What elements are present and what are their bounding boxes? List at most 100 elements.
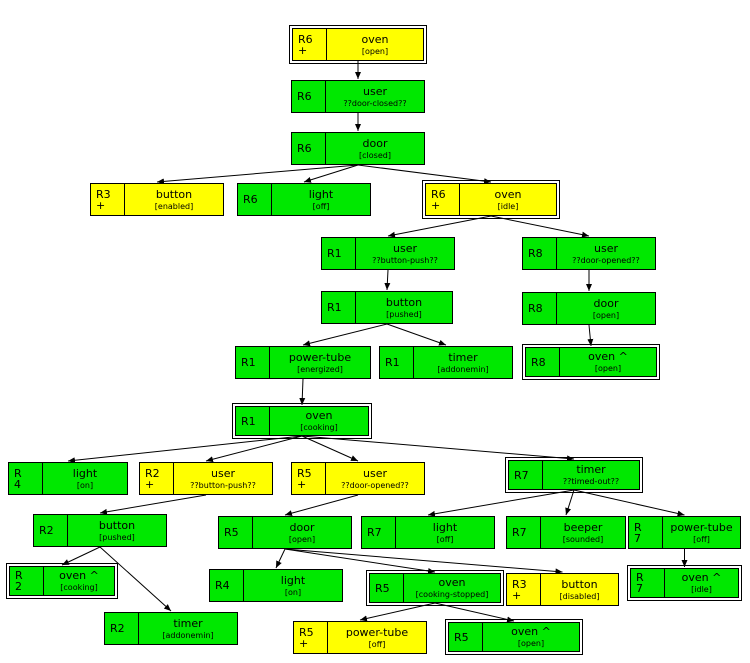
node-state: [closed]	[359, 150, 391, 160]
node-rule: R6	[238, 184, 272, 215]
edge-arrow	[156, 164, 359, 185]
node-state: [open]	[361, 46, 389, 56]
node-name: button	[385, 295, 423, 309]
node-name: light	[280, 573, 306, 587]
node-name: user	[594, 241, 618, 255]
node-power-tube-off-2[interactable]: R5 +power-tube[off]	[293, 621, 427, 654]
node-state: [pushed]	[99, 532, 135, 542]
node-rule: R4	[210, 570, 244, 601]
node-name: oven	[494, 187, 522, 201]
node-state: [cooking]	[60, 583, 98, 592]
node-name: oven ^	[59, 569, 99, 582]
node-rule: R 4	[9, 463, 43, 494]
node-button-pushed[interactable]: R1 button[pushed]	[321, 291, 453, 324]
node-name: light	[308, 187, 334, 201]
node-name: timer	[448, 350, 478, 364]
node-name: button	[98, 518, 136, 532]
node-name: button	[155, 187, 193, 201]
node-state: [sounded]	[562, 534, 604, 544]
edge-arrow	[302, 323, 388, 347]
edge-arrow	[99, 494, 207, 515]
node-user-door-opened-2[interactable]: R5 +user??door-opened??	[291, 462, 425, 495]
node-rule: R2 +	[140, 463, 174, 494]
node-rule: R1	[322, 238, 356, 269]
node-name: beeper	[563, 520, 603, 534]
node-state: [cooking]	[300, 423, 338, 432]
node-button-disabled[interactable]: R3 +button[disabled]	[506, 573, 619, 606]
node-rule: R 2	[10, 567, 44, 595]
node-rule: R3 +	[91, 184, 125, 215]
node-name: oven	[361, 32, 389, 46]
node-name: timer	[576, 463, 606, 476]
node-state: ??button-push??	[190, 480, 256, 490]
edge-arrow	[357, 164, 492, 185]
node-name: oven ^	[511, 625, 551, 638]
edge-arrow	[61, 546, 101, 566]
node-rule: R5 +	[294, 622, 328, 653]
node-name: door	[593, 296, 619, 310]
edge-arrow	[427, 489, 575, 517]
node-button-enabled[interactable]: R3 + button[enabled]	[90, 183, 224, 216]
node-rule: R5	[449, 623, 483, 651]
node-rule: R8	[523, 238, 557, 269]
node-rule: R1	[236, 407, 270, 435]
node-name: oven ^	[588, 350, 628, 363]
node-door-closed[interactable]: R6 door[closed]	[291, 132, 425, 165]
node-button-pushed-2[interactable]: R2 button[pushed]	[33, 514, 167, 547]
edge-arrow	[565, 489, 575, 516]
node-rule: R7	[362, 517, 396, 548]
node-rule: R6	[292, 133, 326, 164]
node-name: door	[289, 520, 315, 534]
node-name: door	[362, 136, 388, 150]
edge-arrow	[434, 602, 515, 623]
edge-arrow	[303, 164, 359, 183]
edge-arrow	[284, 548, 563, 575]
node-rule: R2	[34, 515, 68, 546]
node-name: light	[432, 520, 458, 534]
node-rule: R8	[526, 348, 560, 376]
node-rule: R1	[322, 292, 356, 323]
edge-arrow	[573, 489, 685, 517]
node-name: user	[363, 466, 387, 480]
node-name: oven	[438, 576, 466, 589]
node-state: [pushed]	[386, 309, 422, 319]
node-state: [enabled]	[154, 201, 194, 211]
edge-arrow	[205, 435, 303, 463]
node-rule: R 7	[629, 517, 663, 548]
node-rule: R2	[105, 613, 139, 644]
edge-arrow	[301, 435, 575, 462]
node-name: power-tube	[288, 350, 352, 364]
edge-arrow	[386, 323, 447, 346]
edge-arrow	[284, 548, 436, 574]
node-oven-open[interactable]: R6 +oven[open]	[289, 25, 427, 64]
node-user-button-push-2[interactable]: R2 +user??button-push??	[139, 462, 273, 495]
edge-arrow	[99, 546, 172, 612]
node-rule: R8	[523, 293, 557, 324]
node-oven-cooking-leaf[interactable]: R 2 oven ^[cooking]	[6, 563, 118, 599]
node-oven-idle[interactable]: R6 +oven[idle]	[422, 180, 560, 219]
node-rule: R6 +	[426, 184, 460, 215]
node-state: [on]	[76, 480, 94, 490]
node-state: [idle]	[691, 585, 712, 594]
